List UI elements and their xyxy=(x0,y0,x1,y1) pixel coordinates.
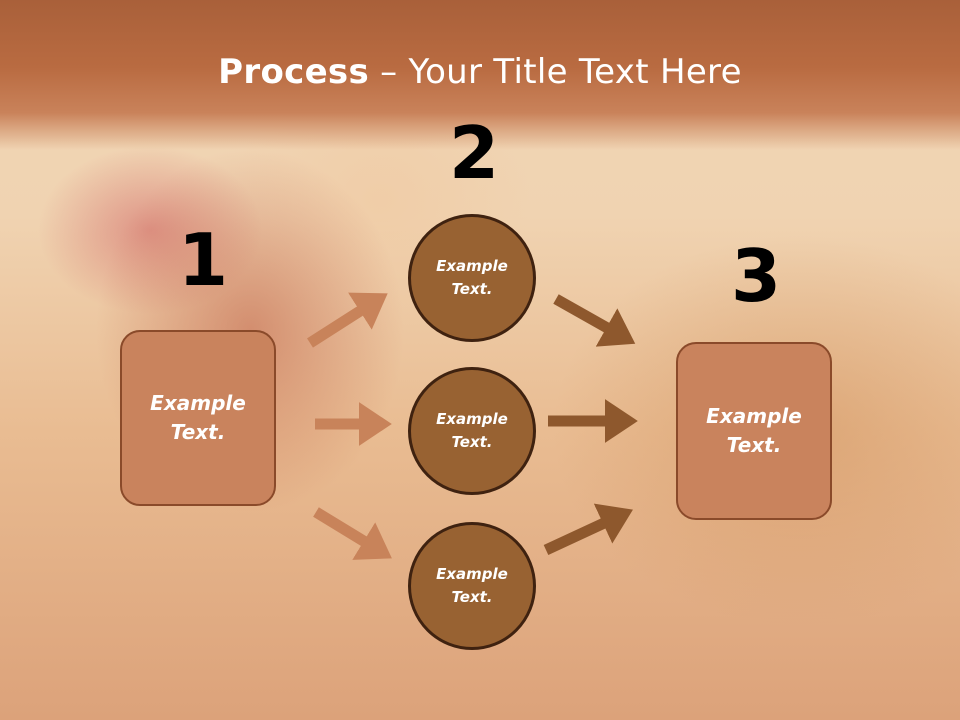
end-box-line2: Text. xyxy=(726,433,782,457)
step-number-2: 2 xyxy=(449,111,500,195)
step-number-3: 3 xyxy=(731,234,782,318)
circle-bottom-line2: Text. xyxy=(451,588,493,606)
circle-top-line2: Text. xyxy=(451,280,493,298)
end-box-line1: Example xyxy=(706,404,802,428)
circle-bottom-line1: Example xyxy=(436,565,508,583)
circle-top-line1: Example xyxy=(436,257,508,275)
circle-middle-line1: Example xyxy=(436,410,508,428)
circle-middle-line2: Text. xyxy=(451,433,493,451)
slide-title: Process – Your Title Text Here xyxy=(0,52,960,92)
arrow-1-to-2c xyxy=(313,507,392,560)
arrow-2c-to-3 xyxy=(543,503,633,555)
arrow-1-to-2a xyxy=(307,292,388,348)
title-banner xyxy=(0,0,960,150)
step-number-1: 1 xyxy=(178,218,229,302)
start-box-line1: Example xyxy=(150,391,246,415)
start-box-line2: Text. xyxy=(170,420,226,444)
title-rest: – Your Title Text Here xyxy=(369,52,742,92)
arrow-2a-to-3 xyxy=(553,294,636,347)
title-bold: Process xyxy=(218,52,370,92)
